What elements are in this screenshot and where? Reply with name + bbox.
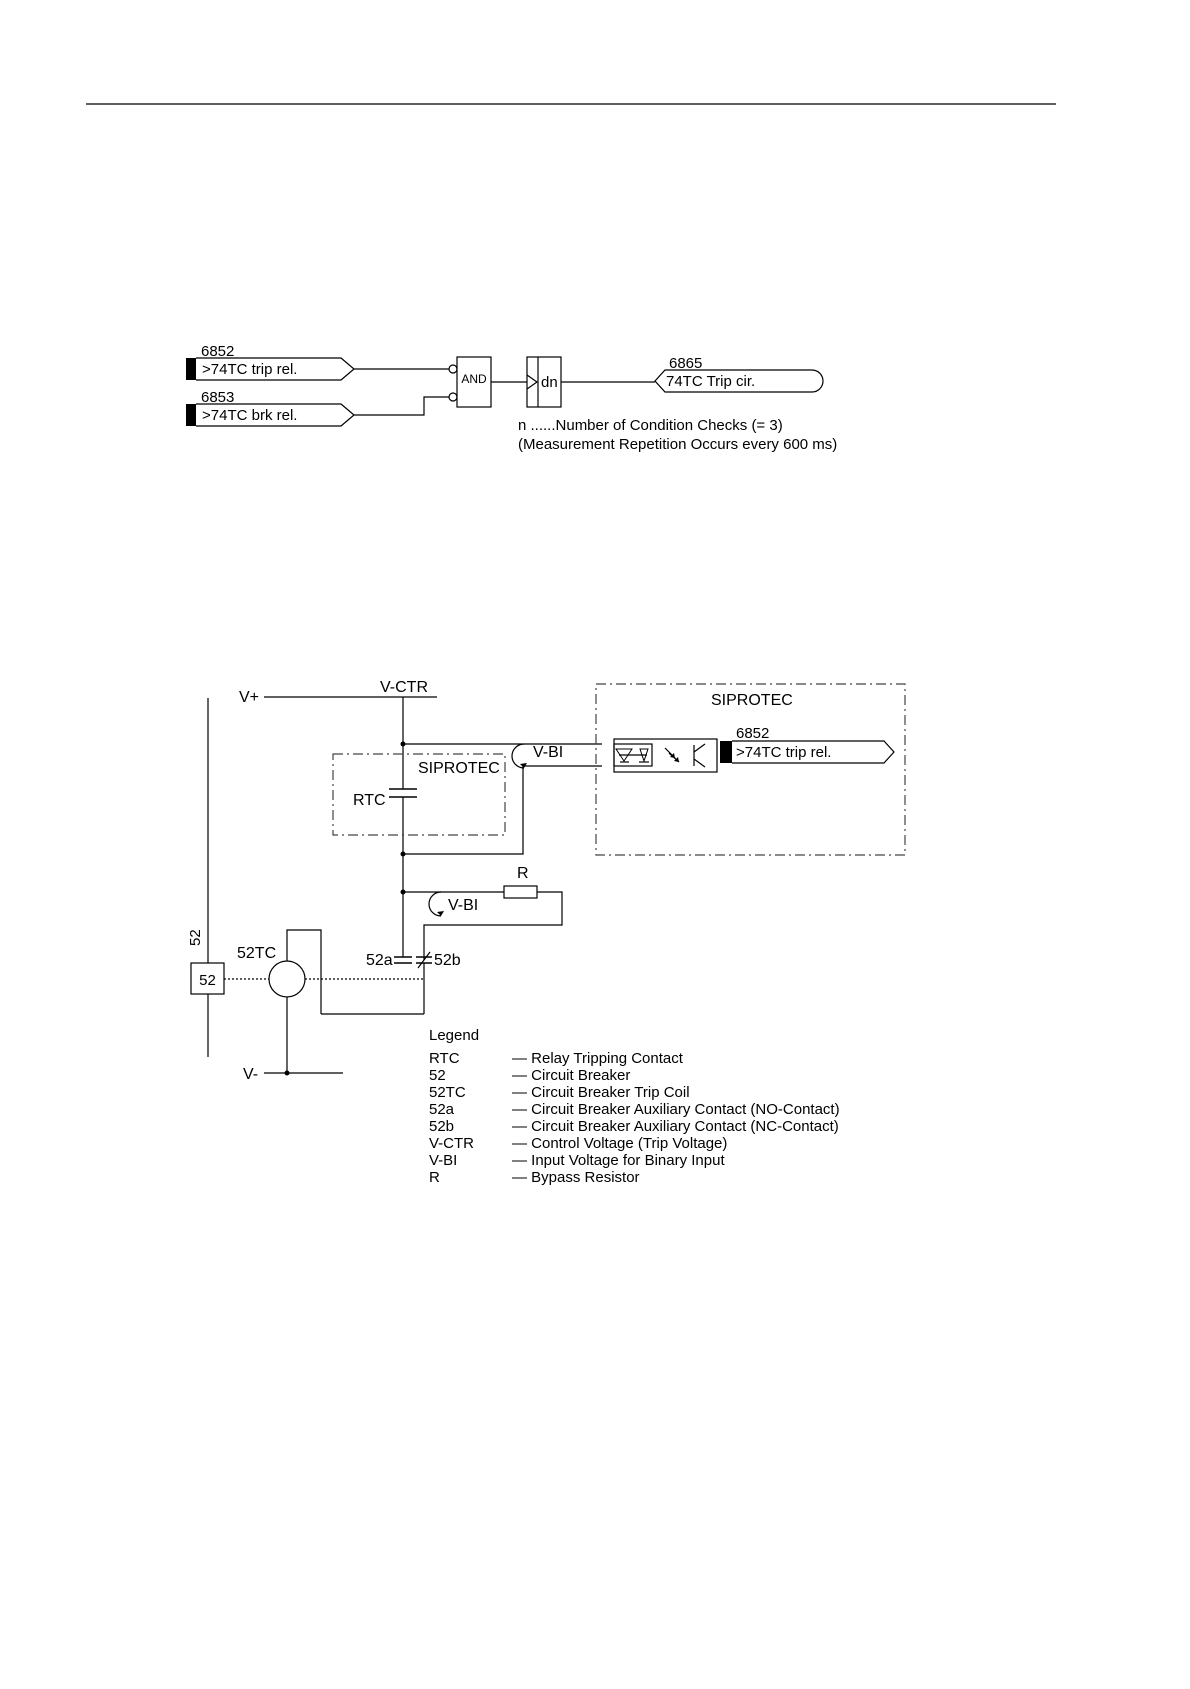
input-6853-label: >74TC brk rel. [202,407,297,424]
input-6853-marker [186,404,196,426]
siprotec-left-box [332,753,506,836]
input-6852-label: >74TC trip rel. [202,361,297,378]
vbi-top-arc [511,743,525,769]
vplus-label: V+ [239,689,259,706]
vbi-bottom-arrow-head [437,911,444,916]
diode-bridge-box [613,743,653,767]
trip-coil-52tc [268,960,306,998]
wire-resistor-return [423,891,563,960]
contact-52a-label: 52a [366,952,393,969]
vbi-top-label: V-BI [533,744,563,761]
counter-clock-arrow [526,374,539,390]
legend-key-52tc: 52TC [429,1084,466,1101]
wire-coil-top [286,929,322,1014]
bi-6852-number: 6852 [736,725,769,742]
breaker-52-box-label: 52 [199,972,216,989]
output-6865-flag [654,369,824,393]
legend-desc-52tc: — Circuit Breaker Trip Coil [512,1084,690,1101]
resistor-label: R [517,865,529,882]
vbi-bottom-label: V-BI [448,897,478,914]
diode-2-icon [639,748,649,763]
input-6853: 6853 >74TC brk rel. [186,389,355,427]
input-6852: 6852 >74TC trip rel. [186,343,355,381]
legend: Legend RTC — Relay Tripping Contact 52 —… [429,1027,840,1186]
contact-52b-slash [417,951,431,969]
siprotec-left-label: SIPROTEC [418,760,500,777]
legend-desc-vctr: — Control Voltage (Trip Voltage) [512,1135,727,1152]
logic-note-count: n ......Number of Condition Checks (= 3) [518,417,783,434]
diode-1-icon [615,748,633,762]
legend-key-rtc: RTC [429,1050,460,1067]
legend-key-52: 52 [429,1067,446,1084]
circuit-diagram: 52 52 V+ V-CTR RTC SIPROTEC V-BI SIPROTE… [187,679,906,1083]
contact-52b-label: 52b [434,952,461,969]
bi-6852-flag [732,740,895,764]
logic-diagram: 6852 >74TC trip rel. 6853 >74TC brk rel.… [186,343,837,453]
vminus-label: V- [243,1066,258,1083]
vctr-label: V-CTR [380,679,428,696]
and-negation-2 [448,392,458,402]
counter-label: dn [541,374,558,391]
legend-key-52a: 52a [429,1101,455,1118]
output-6865-label: 74TC Trip cir. [666,373,755,390]
wire-input2-and [354,396,449,416]
breaker-52-vertical-label: 52 [187,929,204,946]
and-negation-1 [448,364,458,374]
siprotec-right-box [595,683,906,856]
legend-key-vbi: V-BI [429,1152,457,1169]
resistor-r [503,885,538,899]
rtc-label: RTC [353,792,386,809]
input-6852-number: 6852 [201,343,234,360]
input-6853-number: 6853 [201,389,234,406]
phototransistor-icon [693,743,706,768]
legend-desc-r: — Bypass Resistor [512,1169,640,1186]
trip-coil-label: 52TC [237,945,276,962]
legend-desc-52b: — Circuit Breaker Auxiliary Contact (NC-… [512,1118,839,1135]
legend-desc-rtc: — Relay Tripping Contact [512,1050,684,1067]
optocoupler [613,738,718,773]
legend-desc-52a: — Circuit Breaker Auxiliary Contact (NO-… [512,1101,840,1118]
legend-key-vctr: V-CTR [429,1135,474,1152]
input-6852-marker [186,358,196,380]
bi-6852-marker [720,741,732,763]
output-6865-number: 6865 [669,355,702,372]
wire-bi-return [403,765,602,855]
logic-note-repetition: (Measurement Repetition Occurs every 600… [518,436,837,453]
light-arrow-heads [670,753,679,762]
siprotec-right-label: SIPROTEC [711,692,793,709]
vbi-bottom-arc [428,891,442,917]
bi-6852-label: >74TC trip rel. [736,744,831,761]
and-gate-label: AND [461,372,487,386]
legend-title: Legend [429,1027,479,1044]
legend-desc-vbi: — Input Voltage for Binary Input [512,1152,725,1169]
legend-desc-52: — Circuit Breaker [512,1067,630,1084]
legend-key-52b: 52b [429,1118,454,1135]
legend-key-r: R [429,1169,440,1186]
